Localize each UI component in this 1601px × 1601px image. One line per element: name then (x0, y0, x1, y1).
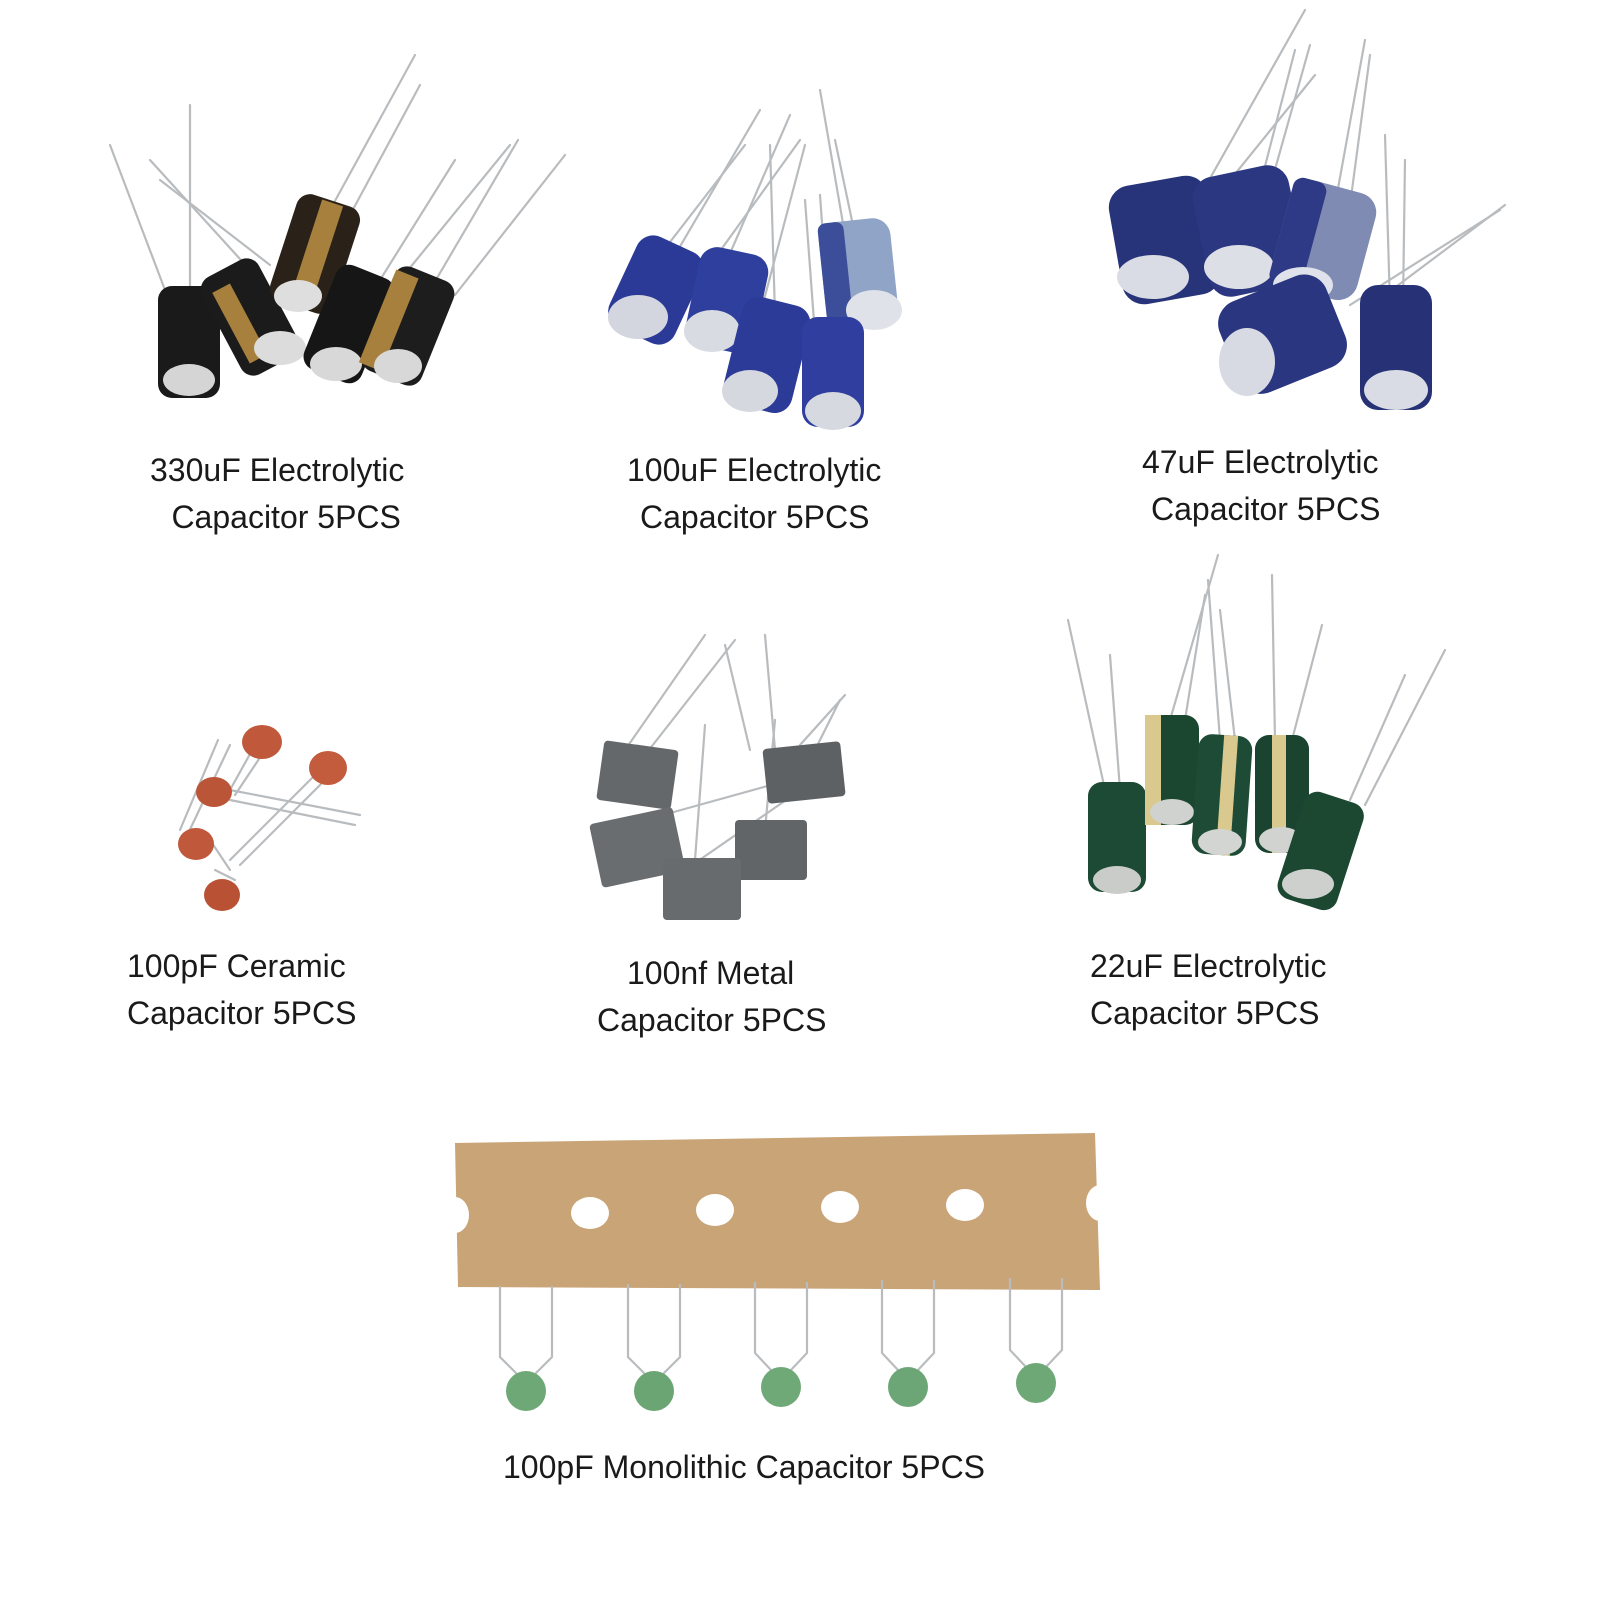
carrier-tape (455, 1133, 1100, 1290)
caption-22uf-line2: Capacitor 5PCS (1090, 995, 1320, 1031)
monolithic-bodies (506, 1363, 1056, 1411)
caption-metal: 100nf Metal Capacitor 5PCS (597, 950, 826, 1044)
caption-monolithic-line1: 100pF Monolithic Capacitor 5PCS (503, 1449, 986, 1485)
capacitor-22uf-bodies (1088, 715, 1364, 911)
caption-100uf: 100uF Electrolytic Capacitor 5PCS (627, 447, 881, 541)
capacitor-100uf-bodies (608, 218, 902, 430)
caption-ceramic: 100pF Ceramic Capacitor 5PCS (127, 943, 356, 1037)
caption-monolithic: 100pF Monolithic Capacitor 5PCS (503, 1444, 985, 1491)
caption-22uf-line1: 22uF Electrolytic (1090, 948, 1327, 984)
caption-330uf: 330uF Electrolytic Capacitor 5PCS (150, 447, 404, 541)
caption-metal-line1: 100nf Metal (627, 955, 795, 991)
caption-metal-line2: Capacitor 5PCS (597, 1002, 827, 1038)
caption-100uf-line2: Capacitor 5PCS (640, 499, 870, 535)
tape-holes (441, 1185, 1114, 1233)
capacitor-ceramic-photo (178, 725, 362, 911)
caption-ceramic-line1: 100pF Ceramic (127, 948, 346, 984)
capacitor-330uf-bodies (158, 194, 455, 398)
capacitor-ceramic-discs (178, 725, 347, 911)
capacitor-monolithic-photo (441, 1133, 1114, 1411)
monolithic-leads (498, 1277, 1064, 1375)
caption-ceramic-line2: Capacitor 5PCS (127, 995, 357, 1031)
capacitor-47uf-bodies (1108, 165, 1432, 410)
caption-100uf-line1: 100uF Electrolytic (627, 452, 882, 488)
capacitor-metal-bodies (589, 740, 846, 920)
capacitor-330uf-photo (108, 53, 567, 398)
caption-47uf-line1: 47uF Electrolytic (1142, 444, 1379, 480)
capacitor-22uf-photo (1066, 553, 1447, 911)
caption-47uf: 47uF Electrolytic Capacitor 5PCS (1142, 439, 1380, 533)
caption-330uf-line1: 330uF Electrolytic (150, 452, 405, 488)
caption-22uf: 22uF Electrolytic Capacitor 5PCS (1090, 943, 1327, 1037)
caption-330uf-line2: Capacitor 5PCS (171, 499, 401, 535)
capacitor-47uf-photo (1108, 8, 1507, 410)
capacitor-100uf-photo (608, 88, 902, 430)
caption-47uf-line2: Capacitor 5PCS (1151, 491, 1381, 527)
capacitor-metal-photo (589, 633, 847, 920)
